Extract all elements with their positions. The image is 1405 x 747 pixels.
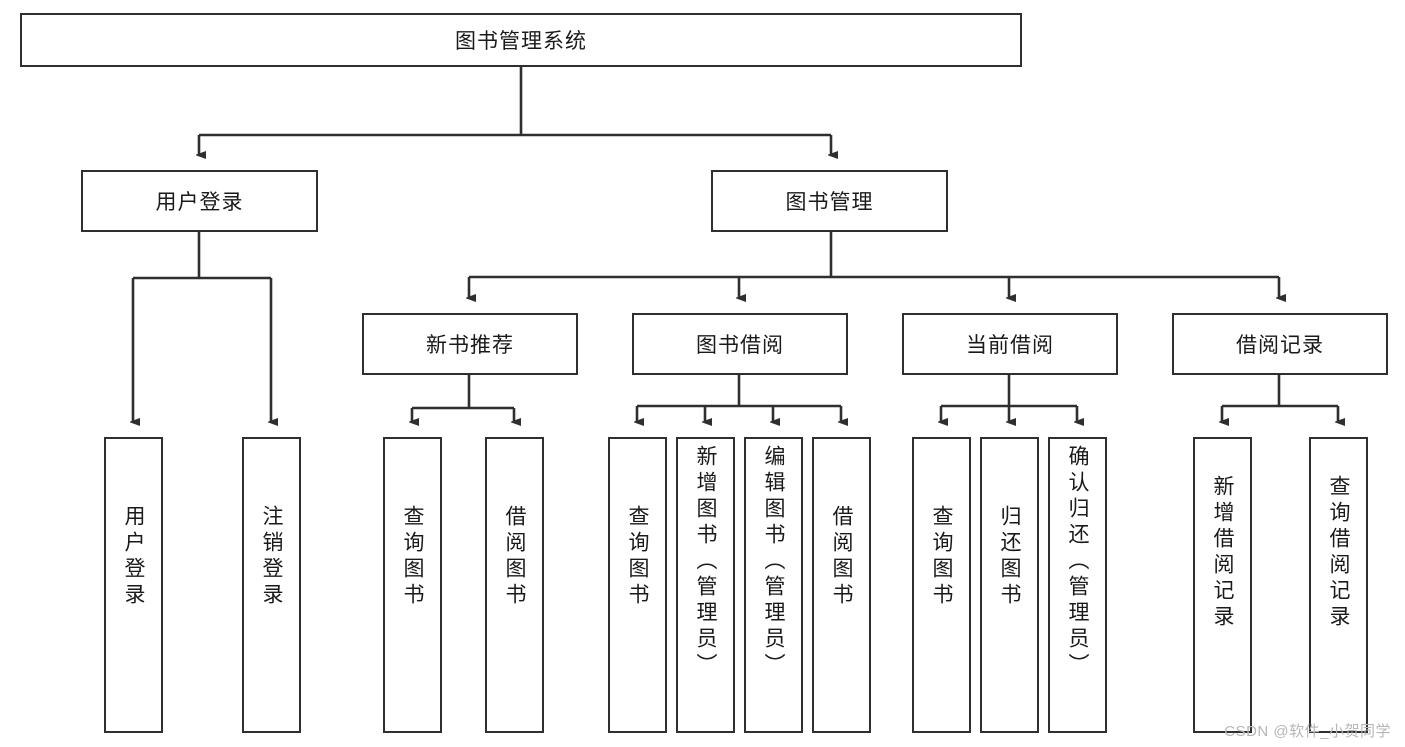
node-label: 编辑图书（管理员） — [762, 445, 785, 679]
node-label: 借阅图书 — [503, 505, 526, 609]
node-label: 当前借阅 — [966, 334, 1054, 357]
leaf-add-book[interactable]: 新增图书（管理员） — [676, 437, 735, 733]
leaf-query-book-1[interactable]: 查询图书 — [383, 437, 442, 733]
node-label: 注销登录 — [260, 505, 283, 609]
node-label: 查询图书 — [930, 505, 953, 609]
node-label: 用户登录 — [155, 191, 244, 214]
leaf-user-login[interactable]: 用户登录 — [104, 437, 163, 733]
node-label: 图书管理 — [785, 191, 874, 214]
leaf-user-logout[interactable]: 注销登录 — [242, 437, 301, 733]
node-label: 新增图书（管理员） — [694, 445, 717, 679]
csdn-watermark: CSDN @软件_小贺同学 — [1224, 723, 1391, 740]
node-borrow-record[interactable]: 借阅记录 — [1172, 313, 1388, 375]
node-book-manage[interactable]: 图书管理 — [711, 170, 948, 232]
leaf-borrow-book-1[interactable]: 借阅图书 — [485, 437, 544, 733]
node-book-borrow[interactable]: 图书借阅 — [632, 313, 848, 375]
node-label: 查询图书 — [626, 505, 649, 609]
leaf-query-book-3[interactable]: 查询图书 — [912, 437, 971, 733]
node-label: 查询借阅记录 — [1327, 475, 1350, 631]
node-label: 新增借阅记录 — [1211, 475, 1234, 631]
leaf-query-book-2[interactable]: 查询图书 — [608, 437, 667, 733]
node-label: 归还图书 — [998, 505, 1021, 609]
node-label: 图书借阅 — [696, 334, 784, 357]
node-label: 借阅图书 — [830, 505, 853, 609]
leaf-edit-book[interactable]: 编辑图书（管理员） — [744, 437, 803, 733]
node-label: 借阅记录 — [1236, 334, 1324, 357]
leaf-borrow-book-2[interactable]: 借阅图书 — [812, 437, 871, 733]
node-label: 确认归还（管理员） — [1066, 445, 1089, 679]
node-label: 图书管理系统 — [455, 30, 587, 53]
node-label: 新书推荐 — [426, 334, 514, 357]
leaf-return-book[interactable]: 归还图书 — [980, 437, 1039, 733]
leaf-confirm-return[interactable]: 确认归还（管理员） — [1048, 437, 1107, 733]
node-label: 用户登录 — [122, 505, 145, 609]
node-new-book-recommend[interactable]: 新书推荐 — [362, 313, 578, 375]
leaf-add-record[interactable]: 新增借阅记录 — [1193, 437, 1252, 733]
leaf-query-record[interactable]: 查询借阅记录 — [1309, 437, 1368, 733]
node-current-borrow[interactable]: 当前借阅 — [902, 313, 1118, 375]
node-label: 查询图书 — [401, 505, 424, 609]
node-user-login[interactable]: 用户登录 — [81, 170, 318, 232]
node-book-management-system[interactable]: 图书管理系统 — [20, 13, 1022, 67]
